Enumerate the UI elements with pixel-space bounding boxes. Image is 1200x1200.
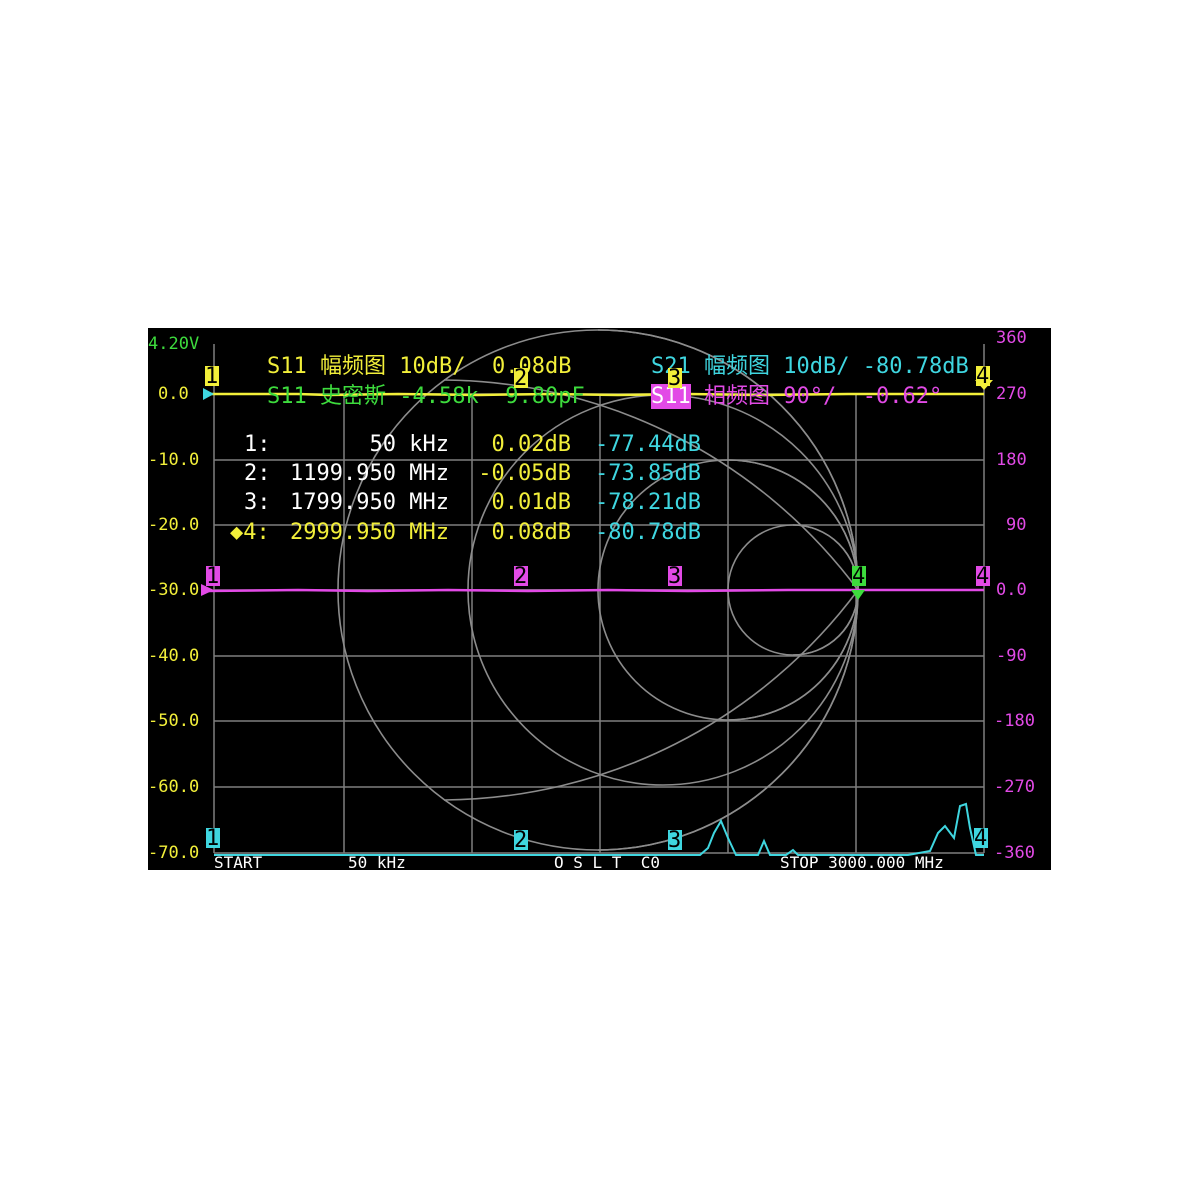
sweep-stop-freq[interactable]: STOP 3000.000 MHz xyxy=(780,853,944,871)
marker-id: ◆4: xyxy=(230,520,270,545)
marker-row-4-active[interactable]: ◆4: 2999.950 MHz 0.08dB -80.78dB xyxy=(230,522,701,544)
trace-scale: 10dB/ xyxy=(399,354,466,379)
right-axis-label: 270 xyxy=(996,384,1027,404)
s11-marker-1[interactable]: 1 xyxy=(205,364,219,389)
marker-freq: 1799.950 MHz xyxy=(290,490,449,515)
left-axis-label: -40.0 xyxy=(148,646,200,666)
marker-s11: 0.01dB xyxy=(491,490,571,515)
phase-start-arrow xyxy=(201,584,214,596)
trace-value: -80.78dB xyxy=(862,354,969,379)
marker-s11: -0.05dB xyxy=(478,461,571,486)
s21-marker-4[interactable]: 4 xyxy=(974,826,988,851)
sweep-start-freq[interactable]: 50 kHz xyxy=(348,853,406,871)
marker-row-1[interactable]: 1: 50 kHz 0.02dB -77.44dB xyxy=(244,434,701,456)
trace-channel: S11 xyxy=(266,354,307,379)
right-axis-label: 360 xyxy=(996,328,1027,348)
battery-voltage: 4.20V xyxy=(148,334,200,354)
marker-freq: 1199.950 MHz xyxy=(290,461,449,486)
phase-marker-3[interactable]: 3 xyxy=(668,564,682,589)
trace-s21-logmag-label[interactable]: S21 幅频图 10dB/ -80.78dB xyxy=(598,334,969,400)
s11-phase-trace xyxy=(205,588,984,593)
calibration-status[interactable]: O S L T C0 xyxy=(554,853,660,871)
right-axis-label: -270 xyxy=(994,777,1035,797)
left-axis-label: -60.0 xyxy=(148,777,200,797)
right-axis-label: -180 xyxy=(994,711,1035,731)
left-axis-label: 0.0 xyxy=(158,384,189,404)
s21-logmag-trace xyxy=(214,802,984,856)
marker-id: 3: xyxy=(244,490,271,515)
phase-marker-2[interactable]: 2 xyxy=(514,564,528,589)
smith-marker-4-tri xyxy=(851,590,865,600)
marker-freq: 2999.950 MHz xyxy=(290,520,449,545)
s11-marker-4[interactable]: 4 xyxy=(976,364,990,389)
right-axis-label: 0.0 xyxy=(996,580,1027,600)
left-axis-label: -30.0 xyxy=(148,580,200,600)
trace-s11-phase-label[interactable]: S11 相频图 90°/ -0.62° xyxy=(598,364,942,430)
marker-id: 2: xyxy=(244,461,271,486)
right-axis-label: 180 xyxy=(996,450,1027,470)
trace-scale: -4.58k xyxy=(399,384,479,409)
trace-scale: 10dB/ xyxy=(783,354,850,379)
s11-start-arrow xyxy=(203,388,214,400)
trace-format: 史密斯 xyxy=(319,384,386,409)
trace-format: 相频图 xyxy=(703,384,770,409)
trace-channel: S11 xyxy=(266,384,307,409)
s21-marker-1[interactable]: 1 xyxy=(206,826,220,851)
left-axis-label: -70.0 xyxy=(148,843,200,863)
marker-id: 1: xyxy=(244,432,271,457)
marker-s11: 0.08dB xyxy=(491,520,571,545)
marker-freq: 50 kHz xyxy=(369,432,449,457)
s21-marker-3[interactable]: 3 xyxy=(668,828,682,853)
left-axis-label: -10.0 xyxy=(148,450,200,470)
marker-s21: -77.44dB xyxy=(595,432,701,457)
trace-value: 9.80pF xyxy=(505,384,585,409)
s11-marker-3[interactable]: 3 xyxy=(668,366,682,391)
trace-s11-smith-label[interactable]: S11 史密斯 -4.58k 9.80pF xyxy=(214,364,585,430)
marker-row-3[interactable]: 3: 1799.950 MHz 0.01dB -78.21dB xyxy=(244,492,701,514)
plot-area xyxy=(201,329,993,856)
marker-s21: -73.85dB xyxy=(595,461,701,486)
smith-marker-4[interactable]: 4 xyxy=(852,564,866,589)
s11-logmag-trace xyxy=(208,392,984,397)
s21-marker-2[interactable]: 2 xyxy=(514,828,528,853)
marker-s21: -80.78dB xyxy=(595,520,701,545)
trace-value: -0.62° xyxy=(862,384,943,409)
s11-marker-2[interactable]: 2 xyxy=(514,366,528,391)
phase-marker-4[interactable]: 4 xyxy=(976,564,990,589)
right-axis-label: -360 xyxy=(994,843,1035,863)
right-axis-label: 90 xyxy=(1006,515,1027,535)
trace-s11-logmag-label[interactable]: S11 幅频图 10dB/ 0.08dB xyxy=(214,334,571,400)
marker-s21: -78.21dB xyxy=(595,490,701,515)
marker-s11: 0.02dB xyxy=(491,432,571,457)
sweep-start-label: START xyxy=(214,853,263,871)
nanovna-screen: 4.20V S11 幅频图 10dB/ 0.08dB S21 幅频图 10dB/… xyxy=(148,328,1051,870)
trace-format: 幅频图 xyxy=(703,354,770,379)
right-axis-label: -90 xyxy=(996,646,1027,666)
trace-scale: 90°/ xyxy=(783,384,837,409)
trace-value: 0.08dB xyxy=(491,354,572,379)
phase-marker-1[interactable]: 1 xyxy=(206,564,220,589)
left-axis-label: -20.0 xyxy=(148,515,200,535)
active-trace-channel: S11 xyxy=(650,384,691,409)
marker-row-2[interactable]: 2: 1199.950 MHz -0.05dB -73.85dB xyxy=(244,463,701,485)
left-axis-label: -50.0 xyxy=(148,711,200,731)
trace-format: 幅频图 xyxy=(319,354,386,379)
